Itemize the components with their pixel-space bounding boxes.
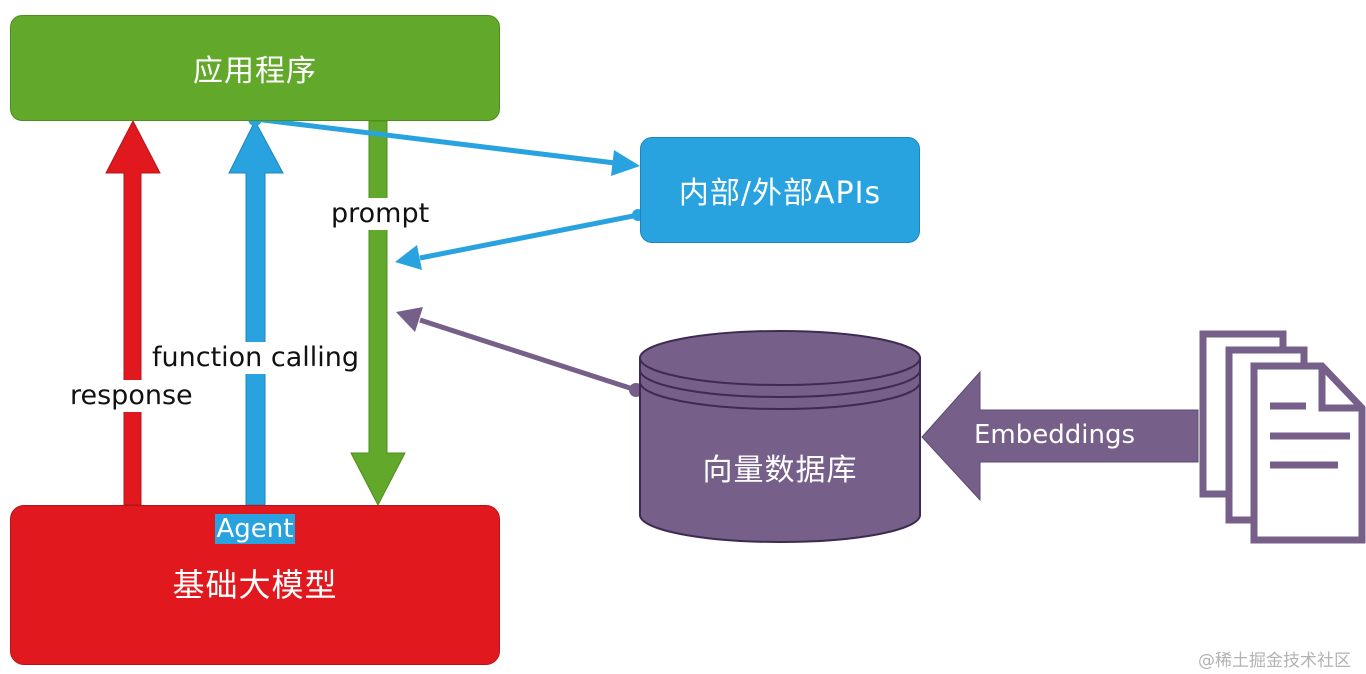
watermark: @稀土掘金技术社区 bbox=[1198, 651, 1351, 671]
response-label: response bbox=[68, 380, 195, 413]
document-stack-icon bbox=[1199, 330, 1366, 544]
agent-tag: Agent bbox=[214, 514, 296, 544]
api-label: 内部/外部APIs bbox=[678, 176, 882, 211]
db-to-prompt-connector bbox=[396, 307, 643, 397]
database-cylinder-icon bbox=[639, 330, 921, 543]
embeddings-arrow bbox=[921, 370, 1199, 502]
app-to-api-connector bbox=[248, 112, 640, 176]
prompt-arrow bbox=[350, 120, 406, 507]
embeddings-label: Embeddings bbox=[974, 420, 1136, 450]
app-node: 应用程序 bbox=[10, 15, 500, 121]
function-calling-arrow bbox=[228, 119, 284, 506]
vector-db-label: 向量数据库 bbox=[702, 453, 858, 488]
response-arrow bbox=[105, 119, 161, 506]
model-node: Agent 基础大模型 bbox=[10, 505, 500, 665]
app-label: 应用程序 bbox=[193, 54, 317, 89]
function-calling-label: function calling bbox=[150, 342, 362, 375]
api-node: 内部/外部APIs bbox=[640, 137, 920, 243]
api-to-prompt-connector bbox=[395, 209, 644, 270]
prompt-label: prompt bbox=[329, 198, 432, 231]
model-label: 基础大模型 bbox=[172, 566, 338, 604]
